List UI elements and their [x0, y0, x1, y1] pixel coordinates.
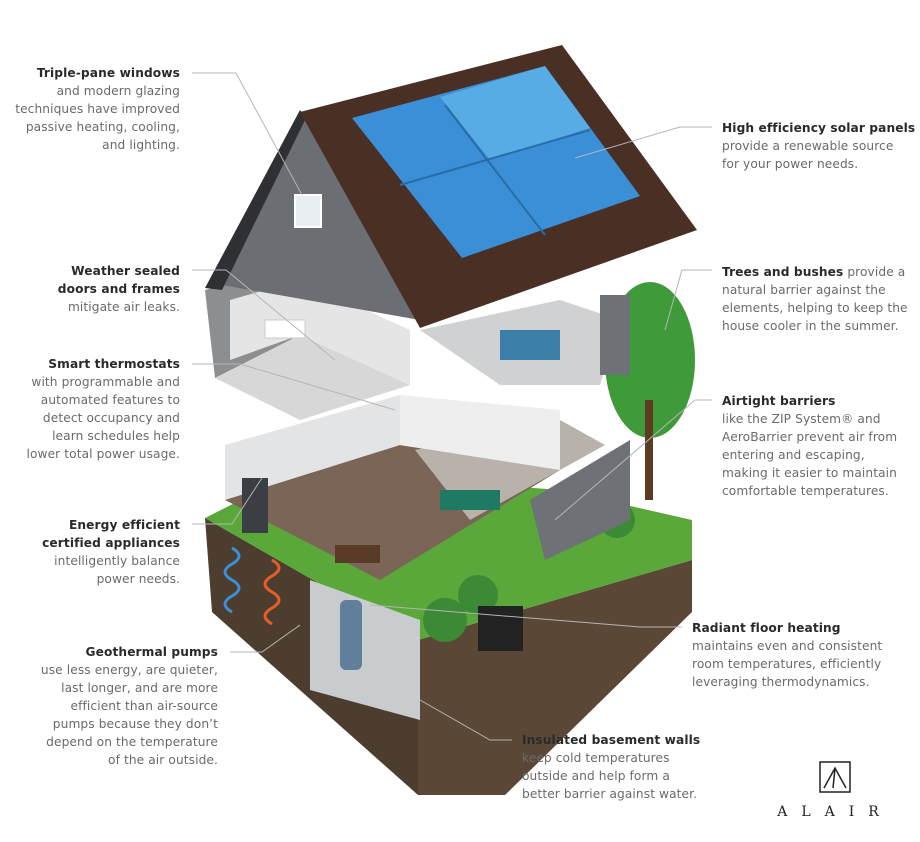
- callout-text: depend on the temperature: [46, 735, 218, 749]
- callout-airtight-barriers: Airtight barriers like the ZIP System® a…: [722, 392, 897, 500]
- solar-panel-divider: [444, 104, 546, 236]
- tree-trunk: [645, 400, 653, 500]
- callout-trees-bushes: Trees and bushes provide a natural barri…: [722, 263, 908, 335]
- callout-text: outside and help form a: [522, 769, 670, 783]
- callout-text: learn schedules help: [52, 429, 180, 443]
- leader-smart-thermostats: [192, 363, 396, 411]
- callout-text: elements, helping to keep the: [722, 301, 908, 315]
- logo-mark-icon: [819, 761, 851, 793]
- callout-text: and modern glazing: [56, 84, 180, 98]
- leader-trees: [664, 269, 712, 331]
- leader-insulated: [419, 699, 512, 741]
- callout-radiant-floor-heating: Radiant floor heating maintains even and…: [692, 619, 882, 691]
- leader-triple-pane: [192, 72, 303, 196]
- leader-lines: [192, 72, 712, 741]
- callout-title: Smart thermostats: [48, 357, 180, 371]
- callout-text: better barrier against water.: [522, 787, 698, 801]
- callout-text: intelligently balance: [54, 554, 180, 568]
- fridge: [242, 478, 268, 533]
- callout-title: Weather sealed: [71, 264, 180, 278]
- bathtub: [264, 319, 306, 339]
- callout-text: natural barrier against the: [722, 283, 886, 297]
- bush: [458, 575, 498, 615]
- callout-geothermal-pumps: Geothermal pumps use less energy, are qu…: [41, 643, 218, 769]
- alair-logo: ALAIR: [770, 760, 900, 822]
- leader-energy-efficient: [192, 477, 263, 525]
- side-wall-siding: [530, 440, 630, 560]
- callout-weather-sealed: Weather sealed doors and frames mitigate…: [58, 262, 180, 316]
- callout-text: and lighting.: [102, 138, 180, 152]
- callout-text: AeroBarrier prevent air from: [722, 430, 898, 444]
- bedroom-wall: [600, 295, 630, 375]
- callout-text: pumps because they don’t: [52, 717, 218, 731]
- callout-text: room temperatures, efficiently: [692, 657, 882, 671]
- callout-text: of the air outside.: [108, 753, 218, 767]
- callout-text: with programmable and: [31, 375, 180, 389]
- water-heater: [340, 600, 362, 670]
- callout-insulated-basement: Insulated basement walls keep cold tempe…: [522, 731, 700, 803]
- callout-title: doors and frames: [57, 282, 180, 296]
- callout-text: automated features to: [40, 393, 180, 407]
- sofa: [440, 490, 500, 510]
- callout-text: techniques have improved: [15, 102, 180, 116]
- callout-text: last longer, and are more: [61, 681, 218, 695]
- callout-text: provide a renewable source: [722, 139, 894, 153]
- solar-panel-divider: [399, 129, 591, 186]
- callout-title: Radiant floor heating: [692, 621, 841, 635]
- upper-floor-bathroom: [215, 335, 410, 420]
- callout-title: Trees and bushes: [722, 265, 844, 279]
- geothermal-pipe-red: [263, 558, 281, 626]
- solar-panel-highlight: [440, 66, 590, 160]
- leader-geothermal: [230, 624, 301, 653]
- callout-text: like the ZIP System® and: [722, 412, 881, 426]
- attic-window: [294, 194, 322, 228]
- callout-text: lower total power usage.: [26, 447, 180, 461]
- callout-title: Airtight barriers: [722, 394, 836, 408]
- callout-title: High efficiency solar panels: [722, 121, 916, 135]
- callout-text: leveraging thermodynamics.: [692, 675, 870, 689]
- callout-title: certified appliances: [42, 536, 180, 550]
- callout-triple-pane-windows: Triple-pane windows and modern glazing t…: [15, 64, 180, 154]
- callout-text: comfortable temperatures.: [722, 484, 889, 498]
- callout-text: for your power needs.: [722, 157, 859, 171]
- callout-title: Energy efficient: [68, 518, 180, 532]
- geothermal-pipe-blue: [223, 546, 241, 614]
- basement: [310, 580, 420, 720]
- callout-text: efficient than air-source: [70, 699, 218, 713]
- bush: [423, 598, 467, 642]
- soil-right-face: [418, 560, 692, 795]
- logo-wordmark: ALAIR: [777, 804, 893, 820]
- callout-text: power needs.: [96, 572, 180, 586]
- callout-text: maintains even and consistent: [692, 639, 883, 653]
- dining-table: [335, 545, 380, 563]
- leader-solar: [574, 126, 712, 159]
- main-floor-left-wall: [225, 395, 400, 500]
- callout-energy-efficient: Energy efficient certified appliances in…: [42, 516, 180, 588]
- leader-airtight: [554, 399, 712, 521]
- leader-weather-sealed: [192, 269, 336, 361]
- callout-smart-thermostats: Smart thermostats with programmable and …: [26, 355, 180, 463]
- callout-title: Triple-pane windows: [36, 66, 180, 80]
- callout-title: Geothermal pumps: [85, 645, 218, 659]
- leader-radiant: [369, 604, 682, 628]
- callout-text: mitigate air leaks.: [67, 300, 180, 314]
- callout-solar-panels: High efficiency solar panels provide a r…: [722, 119, 915, 173]
- callout-text: making it easier to maintain: [722, 466, 897, 480]
- callout-text: entering and escaping,: [722, 448, 865, 462]
- callout-text: use less energy, are quieter,: [40, 663, 218, 677]
- callout-text: house cooler in the summer.: [722, 319, 899, 333]
- yard-sign: [478, 606, 523, 651]
- main-floor-back-wall: [400, 395, 560, 470]
- bathroom-wall: [230, 280, 410, 385]
- bed: [500, 330, 560, 360]
- callout-text: detect occupancy and: [42, 411, 180, 425]
- callout-text: provide a: [843, 265, 906, 279]
- callout-text: passive heating, cooling,: [25, 120, 180, 134]
- callout-text: keep cold temperatures: [522, 751, 670, 765]
- callout-title: Insulated basement walls: [522, 733, 701, 747]
